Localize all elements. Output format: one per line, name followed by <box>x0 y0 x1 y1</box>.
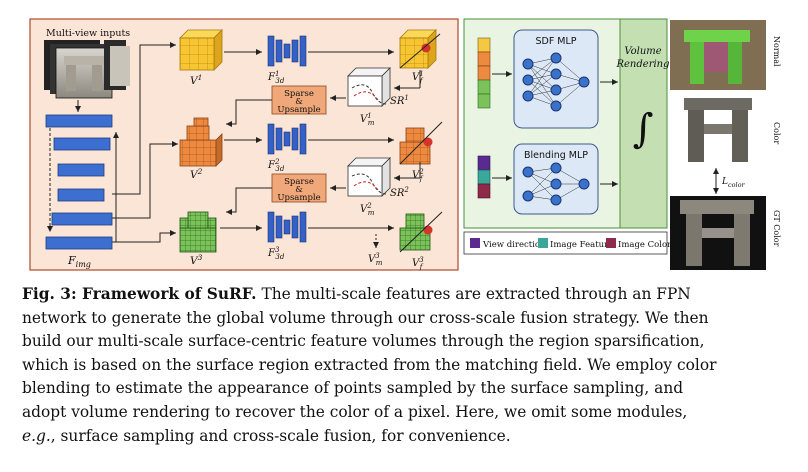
multi-view-images <box>44 40 130 99</box>
gt-color-image <box>670 196 766 270</box>
svg-text:Rendering: Rendering <box>615 59 669 70</box>
label-color: Color <box>772 122 781 144</box>
caption-line-5: blending to estimate the appearance of p… <box>22 379 684 398</box>
network-f3d-2 <box>267 123 307 155</box>
multi-view-inputs-label: Multi-view inputs <box>46 28 130 39</box>
normal-image <box>670 20 766 90</box>
sparse-upsample-box-1: Sparse & Upsample <box>271 85 327 115</box>
blending-input-features <box>477 155 491 199</box>
integral-symbol: ∫ <box>633 106 654 152</box>
caption-line-1: The multi-scale features are extracted t… <box>256 285 691 303</box>
svg-text:&: & <box>295 97 303 107</box>
loss-label: Lcolor <box>721 177 746 189</box>
svg-text:&: & <box>295 185 303 195</box>
caption-line-3: build our multi-scale surface-centric fe… <box>22 332 705 351</box>
svg-text:Upsample: Upsample <box>277 105 320 115</box>
vm2-box <box>347 157 391 197</box>
v1-label: V1 <box>190 73 202 87</box>
v3-label: V3 <box>190 253 203 267</box>
svg-text:View direction: View direction <box>482 240 546 250</box>
volume-v1 <box>179 29 223 71</box>
sr2-label: SR2 <box>390 186 409 199</box>
legend: View direction Image Feature Image Color <box>463 231 672 255</box>
svg-text:Upsample: Upsample <box>277 193 320 203</box>
vf3-output <box>399 211 443 253</box>
svg-text:Blending MLP: Blending MLP <box>524 150 588 161</box>
svg-text:Sparse: Sparse <box>284 177 314 187</box>
caption-line-7: , surface sampling and cross-scale fusio… <box>50 426 511 445</box>
sdf-mlp: SDF MLP <box>513 29 599 129</box>
sdf-input-features <box>477 37 491 109</box>
network-f3d-1 <box>267 35 307 67</box>
volume-rendering-block: Volume Rendering ∫ <box>615 18 670 229</box>
caption-line-6: adopt volume rendering to recover the co… <box>22 402 688 421</box>
network-f3d-3 <box>267 211 307 243</box>
f-img-label: Fimg <box>67 254 91 269</box>
sr1-label: SR1 <box>390 94 409 107</box>
svg-text:Image Color: Image Color <box>618 240 672 250</box>
vm1-box <box>347 67 391 107</box>
sparse-upsample-box-2: Sparse & Upsample <box>271 173 327 203</box>
fpn-feature-blocks <box>45 114 113 250</box>
framework-diagram: Multi-view inputs Fimg V1 V2 <box>29 18 781 271</box>
blending-mlp: Blending MLP <box>513 143 599 215</box>
svg-text:SDF MLP: SDF MLP <box>535 36 576 47</box>
svg-text:Sparse: Sparse <box>284 89 314 99</box>
svg-text:Image Feature: Image Feature <box>550 240 613 250</box>
caption-eg: e.g. <box>22 426 51 445</box>
vf2-output <box>399 121 443 165</box>
volume-v2 <box>179 117 223 167</box>
figure-caption: Fig. 3: Framework of SuRF. The multi-sca… <box>22 283 794 448</box>
caption-title: Fig. 3: Framework of SuRF. <box>22 285 257 303</box>
color-image <box>670 94 766 166</box>
vf1-output <box>399 29 441 69</box>
label-normal: Normal <box>772 36 781 67</box>
caption-line-4: which is based on the surface region ext… <box>22 355 717 374</box>
v2-label: V2 <box>190 167 203 181</box>
volume-v3 <box>179 211 217 253</box>
caption-line-2: network to generate the global volume th… <box>22 308 709 327</box>
label-gt-color: GT Color <box>772 210 781 247</box>
svg-text:Volume: Volume <box>624 46 661 57</box>
